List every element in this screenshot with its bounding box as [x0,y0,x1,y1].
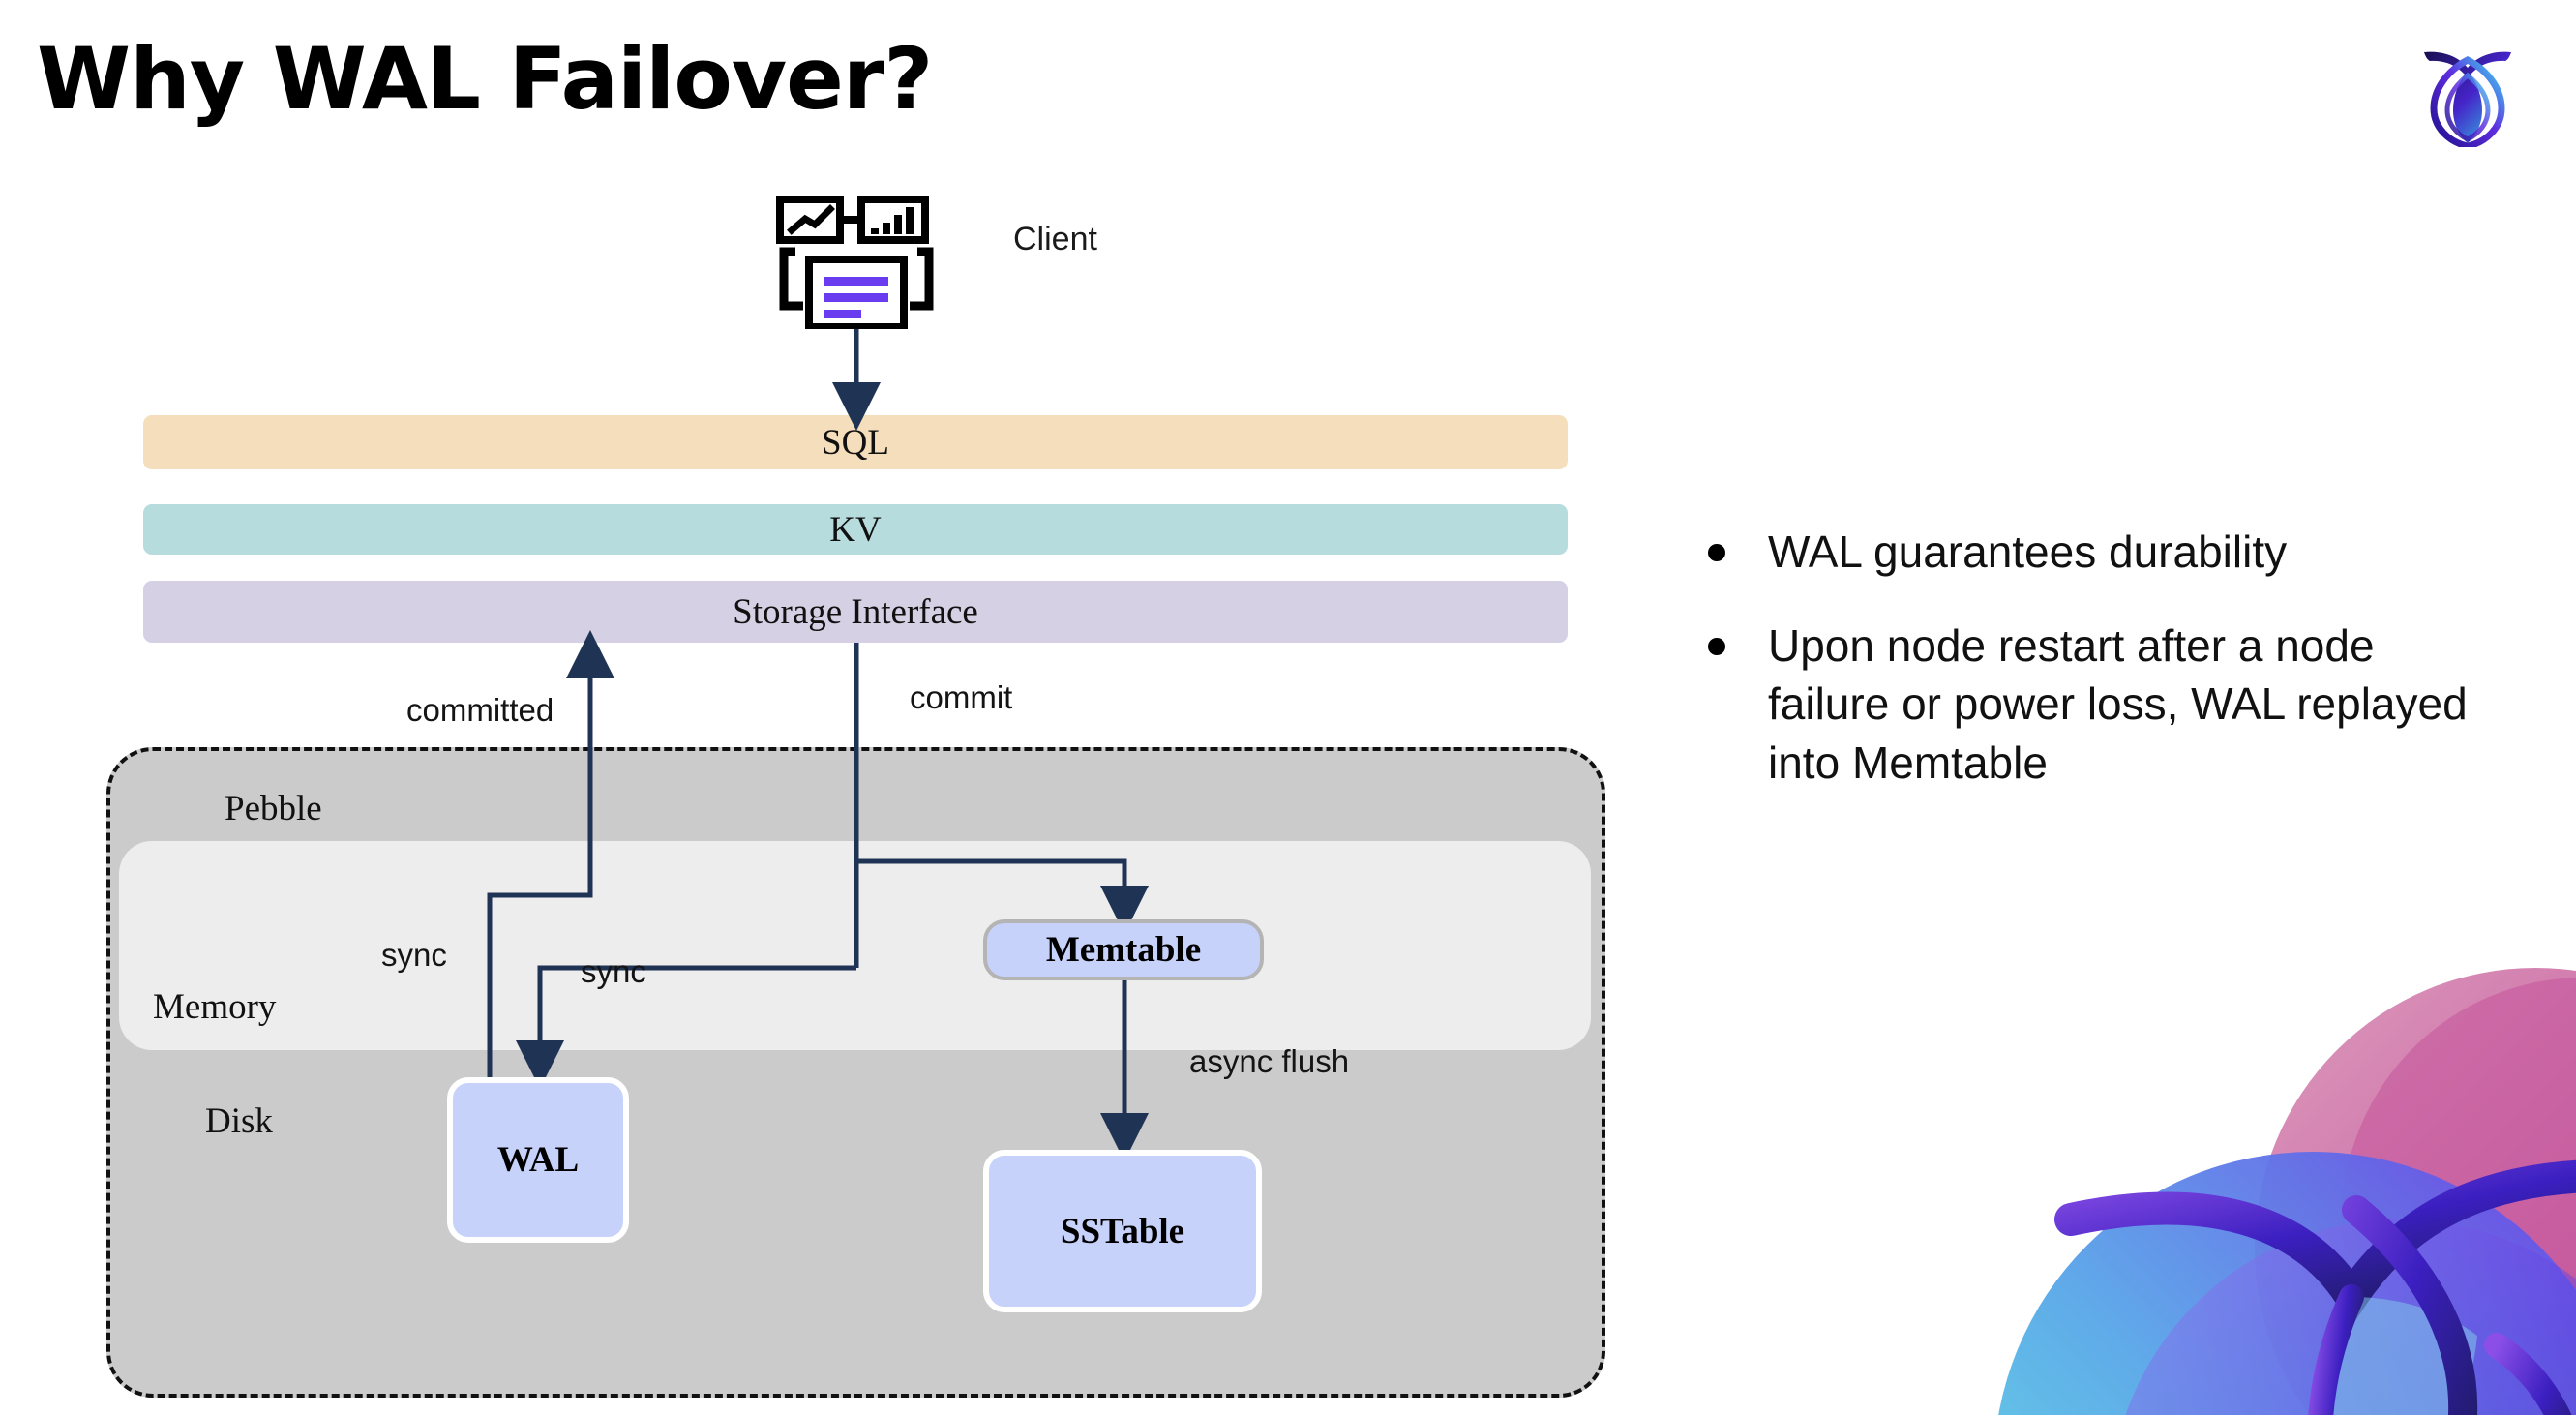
edge-label-sync-2: sync [581,953,646,989]
layer-kv[interactable]: KV [143,504,1568,555]
layer-sql-label: SQL [822,422,889,463]
node-wal[interactable]: WAL [447,1077,629,1243]
page-title: Why WAL Failover? [37,29,933,129]
client-dashboard-icon [774,194,939,331]
client-label: Client [1013,221,1097,257]
memory-region [119,841,1591,1050]
list-item: WAL guarantees durability [1708,523,2501,582]
bullet-dot-icon [1708,544,1725,561]
node-sstable[interactable]: SSTable [983,1150,1262,1312]
bullet-dot-icon [1708,637,1725,655]
layer-storage-interface[interactable]: Storage Interface [143,581,1568,643]
pebble-label: Pebble [225,789,322,828]
cockroachdb-logo [2414,31,2521,150]
node-wal-label: WAL [496,1140,580,1180]
node-memtable[interactable]: Memtable [983,919,1264,980]
bullet-text: WAL guarantees durability [1768,527,2288,577]
layer-sql[interactable]: SQL [143,415,1568,469]
disk-label: Disk [205,1101,273,1141]
edge-label-committed: committed [406,692,554,728]
bullet-text: Upon node restart after a node failure o… [1768,619,2468,789]
node-memtable-label: Memtable [1045,930,1202,970]
node-sstable-label: SSTable [1060,1211,1185,1251]
layer-kv-label: KV [829,509,882,550]
list-item: Upon node restart after a node failure o… [1708,617,2501,793]
memory-label: Memory [153,987,277,1027]
edge-label-commit: commit [910,679,1013,715]
decorative-logo-graphic [1955,929,2576,1415]
edge-label-async-flush: async flush [1189,1043,1350,1079]
edge-label-sync-1: sync [381,937,447,973]
layer-storage-interface-label: Storage Interface [733,591,978,632]
bullet-list: WAL guarantees durability Upon node rest… [1708,523,2501,828]
